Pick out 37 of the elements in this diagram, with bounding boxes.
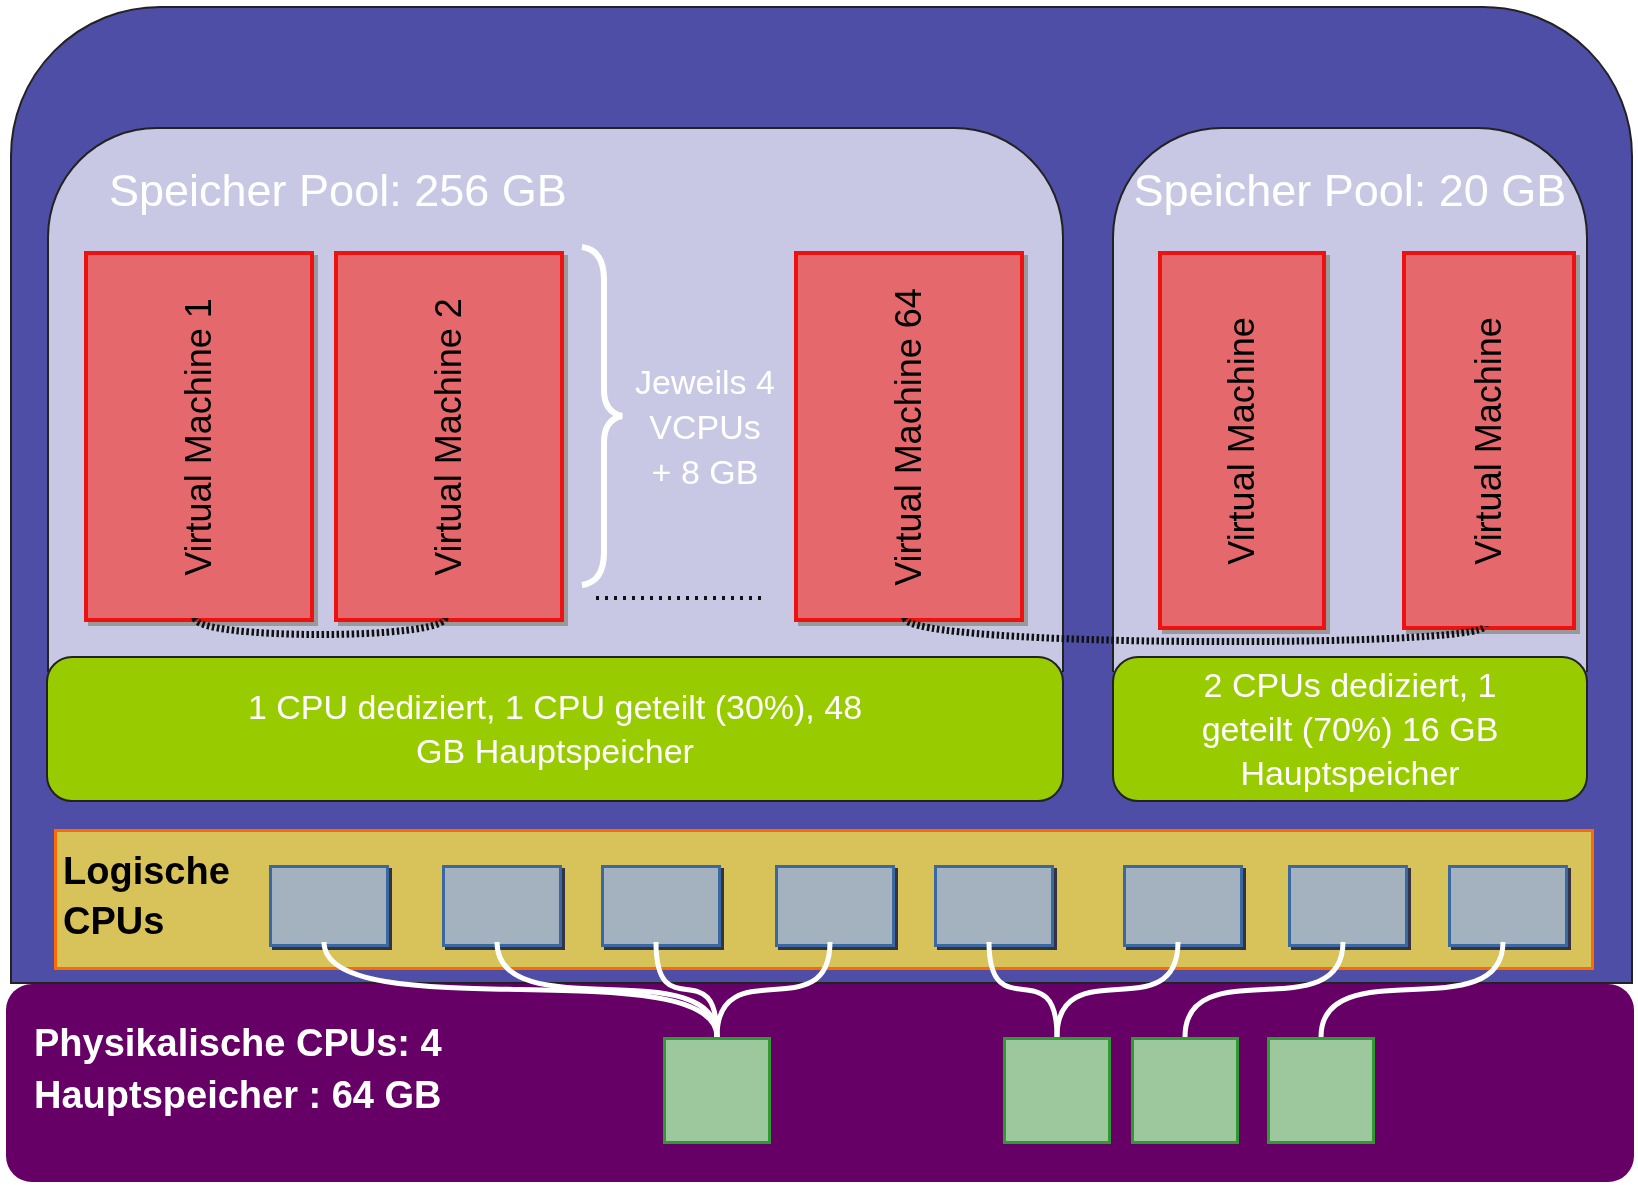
memory-pool-panel <box>1112 127 1588 672</box>
band-title: Logische CPUs <box>63 849 231 944</box>
logical-cpu-box <box>1288 865 1408 947</box>
resource-allocation-box <box>1112 656 1588 802</box>
dotted-connector <box>192 615 448 638</box>
logical-cpu-box <box>269 865 389 947</box>
logical-cpu-box <box>934 865 1054 947</box>
vm-label: Virtual Machine 64 <box>889 287 929 586</box>
logical-cpu-box <box>442 865 562 947</box>
vm-label: Virtual Machine <box>1469 316 1509 565</box>
memory-pool-panel <box>47 127 1064 672</box>
logical-cpu-box <box>1448 865 1568 947</box>
host-panel <box>10 6 1633 984</box>
connector-line <box>1182 941 1346 1038</box>
physical-host-band <box>6 984 1634 1182</box>
connector-line <box>986 941 1060 1038</box>
physical-cpu-box <box>1003 1037 1111 1144</box>
host-spec-text: Physikalische CPUs: 4 <box>34 1022 442 1065</box>
allocation-text: 1 CPU dediziert, 1 CPU geteilt (30%), 48 GB Hauptspeicher <box>246 687 864 772</box>
logical-cpu-box <box>775 865 895 947</box>
logical-cpu-box <box>601 865 721 947</box>
dotted-connector <box>903 615 1487 645</box>
physical-cpu-box <box>663 1037 771 1144</box>
connector-line <box>653 941 720 1038</box>
logical-cpu-band <box>54 829 1594 970</box>
physical-cpu-box <box>1267 1037 1375 1144</box>
vm-label: Virtual Machine 2 <box>429 297 469 576</box>
vm-label: Virtual Machine <box>1222 316 1262 565</box>
physical-cpu-box <box>1131 1037 1239 1144</box>
resource-allocation-box <box>46 656 1064 802</box>
allocation-text: 2 CPUs dediziert, 1 geteilt (70%) 16 GB Hauptspeicher <box>1200 665 1500 794</box>
logical-cpu-box <box>1123 865 1243 947</box>
host-spec-text: Hauptspeicher : 64 GB <box>34 1074 442 1117</box>
connector-line <box>1054 941 1181 1038</box>
vm-label: Virtual Machine 1 <box>179 297 219 576</box>
connector-line <box>1318 941 1506 1038</box>
connector-line <box>714 941 833 1038</box>
